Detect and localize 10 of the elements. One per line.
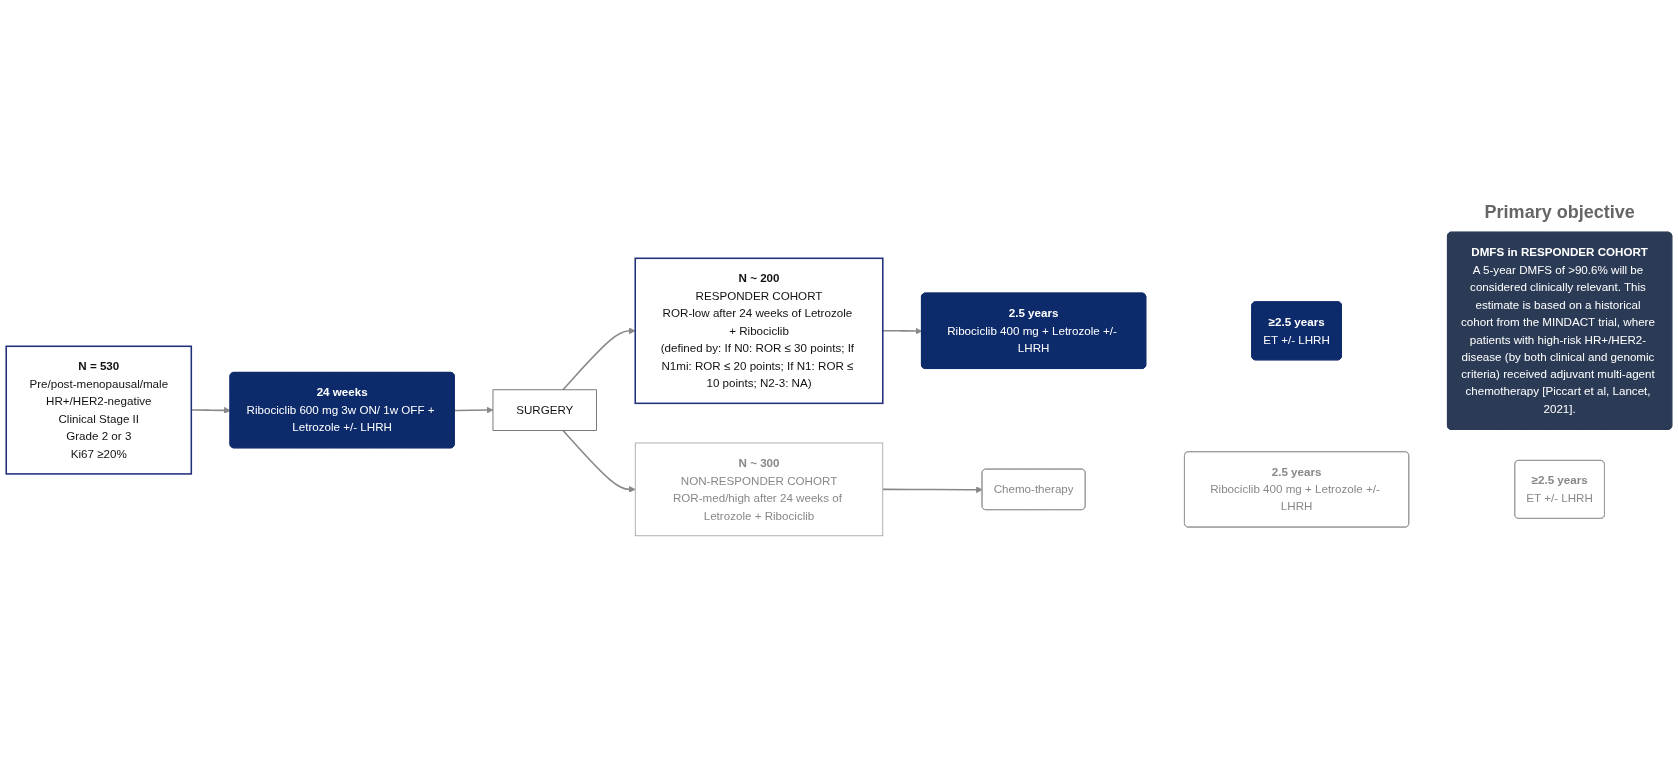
node-box: N ~ 200 RESPONDER COHORT ROR-low after 24 weeks of Letrozole + Ribociclib (defined by: If N0: ROR ≤ 30 points; If N1mi: ROR ≤ 20 points; If N1: ROR ≤ 10 points; N2-3: NA) (634, 257, 884, 405)
node-box: SURGERY (492, 389, 597, 431)
arrow (882, 327, 923, 335)
node-box: N = 530 Pre/post-menopausal/male HR+/HER2-negative Clinical Stage II Grade 2 or 3 Ki67 ≥20% (5, 345, 193, 475)
arrow (562, 327, 636, 391)
node-box: N ~ 300 NON-RESPONDER COHORT ROR-med/high after 24 weeks of Letrozole + Ribociclib (634, 442, 884, 537)
arrow (453, 406, 494, 414)
arrow (562, 429, 636, 493)
objective-label: Primary objective (1484, 202, 1635, 224)
arrow (882, 486, 983, 494)
